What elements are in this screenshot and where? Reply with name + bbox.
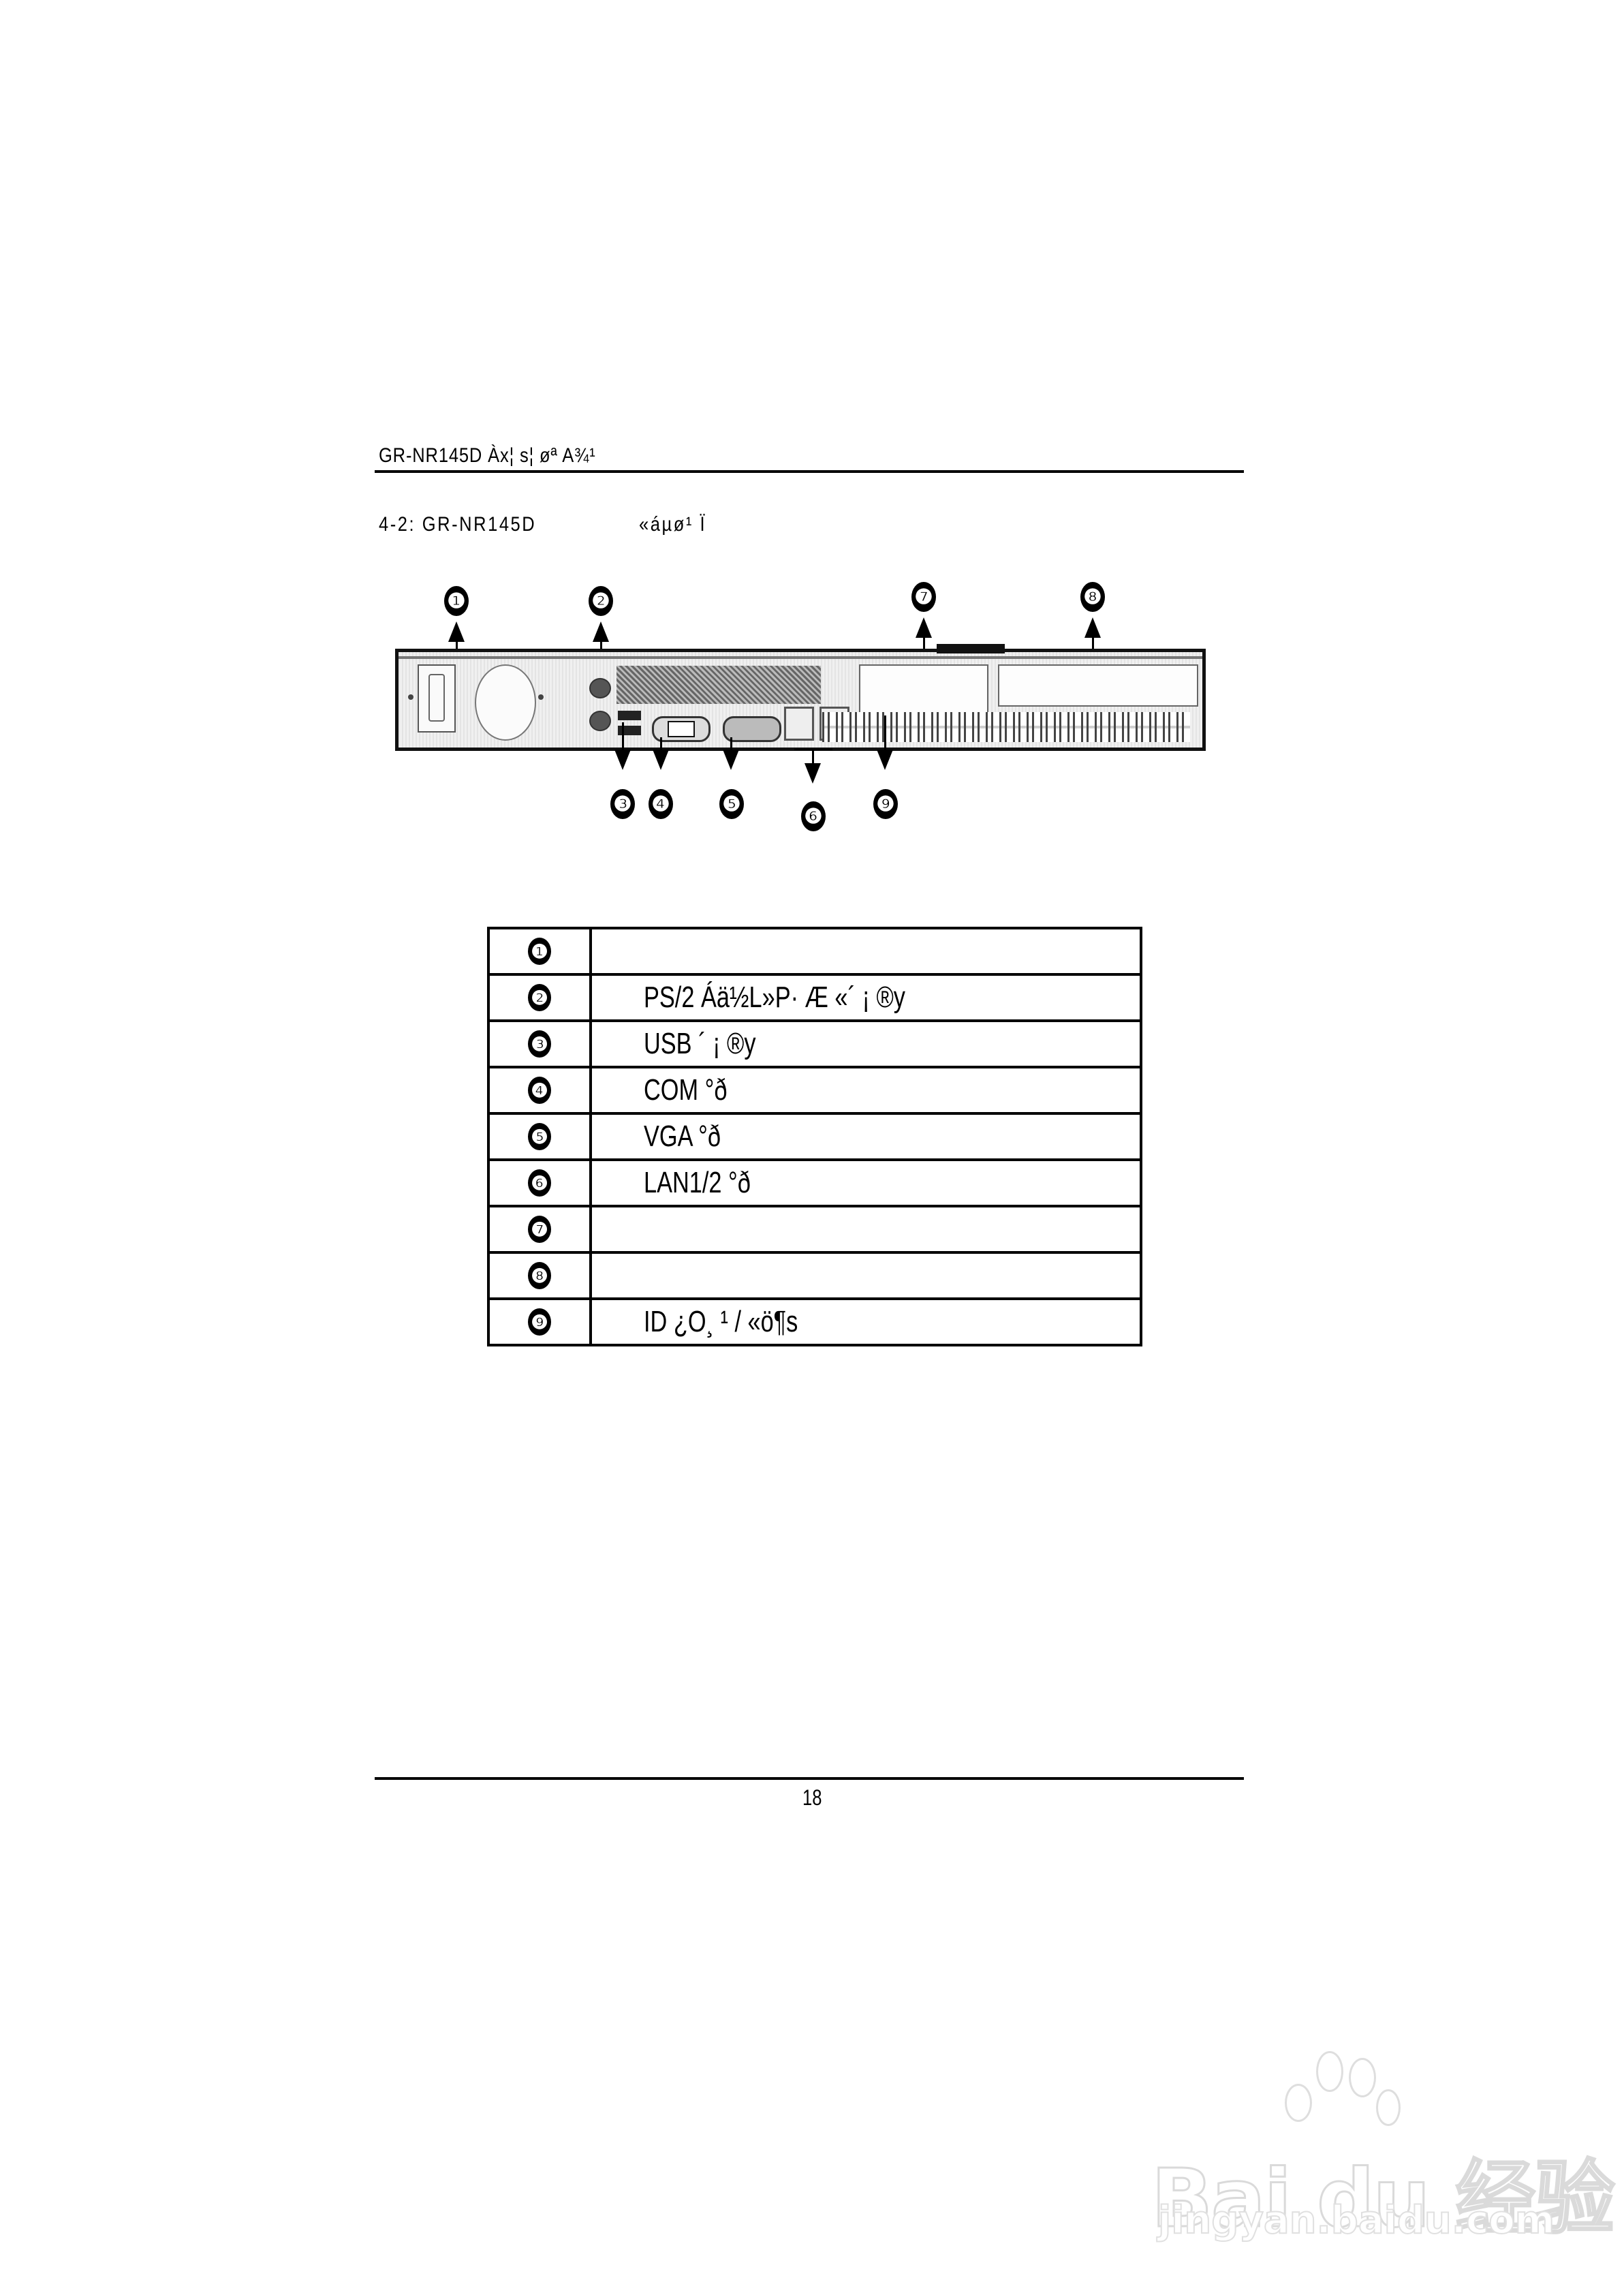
expansion-slot-low-profile (859, 664, 988, 715)
expansion-slot-full-height (998, 664, 1198, 707)
header-divider (375, 470, 1244, 473)
callout-7: ❼ (911, 582, 936, 612)
lan1-port (784, 707, 814, 741)
callout-9: ❾ (873, 789, 898, 819)
power-supply-socket (418, 664, 456, 733)
figure-caption-suffix: «áµø¹ Ï (639, 513, 707, 536)
callout-4: ❹ (649, 789, 673, 819)
screw-icon (408, 694, 413, 700)
ps2-port-bottom (589, 711, 611, 731)
arrow-down-icon (653, 750, 669, 770)
arrow-up-icon (448, 621, 465, 642)
ps2-port-top (589, 678, 611, 698)
callout-8: ❽ (1080, 582, 1105, 612)
watermark-url: jingyan.baidu.com (1157, 2198, 1555, 2243)
arrow-down-icon (723, 750, 739, 770)
table-row: ❻ LAN1/2 °ð (487, 1158, 1142, 1207)
item-description: COM °ð (644, 1073, 728, 1107)
arrow-down-icon (805, 763, 821, 784)
table-row: ❾ ID ¿O¸ ¹ / «ö¶s (487, 1297, 1142, 1346)
item-description: VGA °ð (644, 1120, 721, 1153)
top-latch (937, 644, 1005, 653)
fan-vent (475, 664, 536, 741)
server-rear-panel (395, 644, 1206, 751)
paw-print-icon (1376, 2089, 1401, 2126)
baidu-jingyan-watermark: Bai du 经验 jingyan.baidu.com (1151, 2051, 1616, 2247)
leader-line (622, 722, 624, 752)
table-row: ❼ (487, 1205, 1142, 1254)
vga-port (723, 716, 781, 742)
item-number-badge: ❸ (528, 1030, 551, 1058)
arrow-up-icon (916, 617, 932, 638)
callout-2: ❷ (589, 586, 613, 616)
leader-line (660, 737, 662, 752)
watermark-brand: Bai du 经验 (1151, 2151, 1617, 2247)
arrow-up-icon (1084, 617, 1101, 638)
figure-caption: 4-2: GR-NR145D (379, 513, 537, 536)
item-description: USB ´ ¡ ®y (644, 1027, 756, 1060)
item-description: ID ¿O¸ ¹ / «ö¶s (644, 1305, 798, 1338)
item-number-badge: ❶ (528, 938, 551, 965)
document-header-title: GR-NR145D Àx¦ s¦ øª A¾¹ (379, 444, 596, 467)
table-row: ❷ PS/2 Áä½L»P· Æ «´ ¡ ®y (487, 973, 1142, 1022)
table-row: ❹ COM °ð (487, 1066, 1142, 1115)
page-number: 18 (802, 1785, 822, 1810)
table-row: ❸ USB ´ ¡ ®y (487, 1019, 1142, 1068)
paw-print-icon (1349, 2058, 1376, 2097)
item-number-badge: ❻ (528, 1169, 551, 1197)
arrow-down-icon (614, 750, 631, 770)
leader-line (730, 737, 732, 752)
table-row: ❽ (487, 1251, 1142, 1300)
screw-icon (538, 694, 544, 700)
callout-6: ❻ (801, 801, 826, 831)
footer-divider (375, 1777, 1244, 1780)
rear-panel-diagram: ❶ ❷ ❼ ❽ ❸ ❹ ❺ ❻ (381, 579, 1226, 838)
table-row: ❺ VGA °ð (487, 1112, 1142, 1161)
callout-5: ❺ (719, 789, 744, 819)
paw-print-icon (1285, 2084, 1312, 2122)
item-number-badge: ❺ (528, 1123, 551, 1150)
paw-print-icon (1316, 2051, 1343, 2092)
item-number-badge: ❾ (528, 1308, 551, 1336)
leader-line (812, 748, 814, 766)
item-description: LAN1/2 °ð (644, 1166, 751, 1199)
table-row: ❶ (487, 927, 1142, 976)
vent-grille (822, 712, 1190, 742)
callout-3: ❸ (610, 789, 635, 819)
port-legend-table: ❶ ❷ PS/2 Áä½L»P· Æ «´ ¡ ®y ❸ USB ´ ¡ ®y … (487, 927, 1142, 1346)
callout-1: ❶ (444, 586, 469, 616)
item-description: PS/2 Áä½L»P· Æ «´ ¡ ®y (644, 981, 905, 1014)
item-number-badge: ❼ (528, 1216, 551, 1243)
arrow-up-icon (593, 621, 609, 642)
item-number-badge: ❽ (528, 1262, 551, 1289)
item-number-badge: ❹ (528, 1077, 551, 1104)
leader-line (884, 715, 886, 752)
power-plug-icon (428, 674, 445, 722)
io-shield-block (616, 666, 821, 704)
usb-port-top (618, 711, 641, 720)
arrow-down-icon (877, 750, 893, 770)
item-number-badge: ❷ (528, 984, 551, 1011)
